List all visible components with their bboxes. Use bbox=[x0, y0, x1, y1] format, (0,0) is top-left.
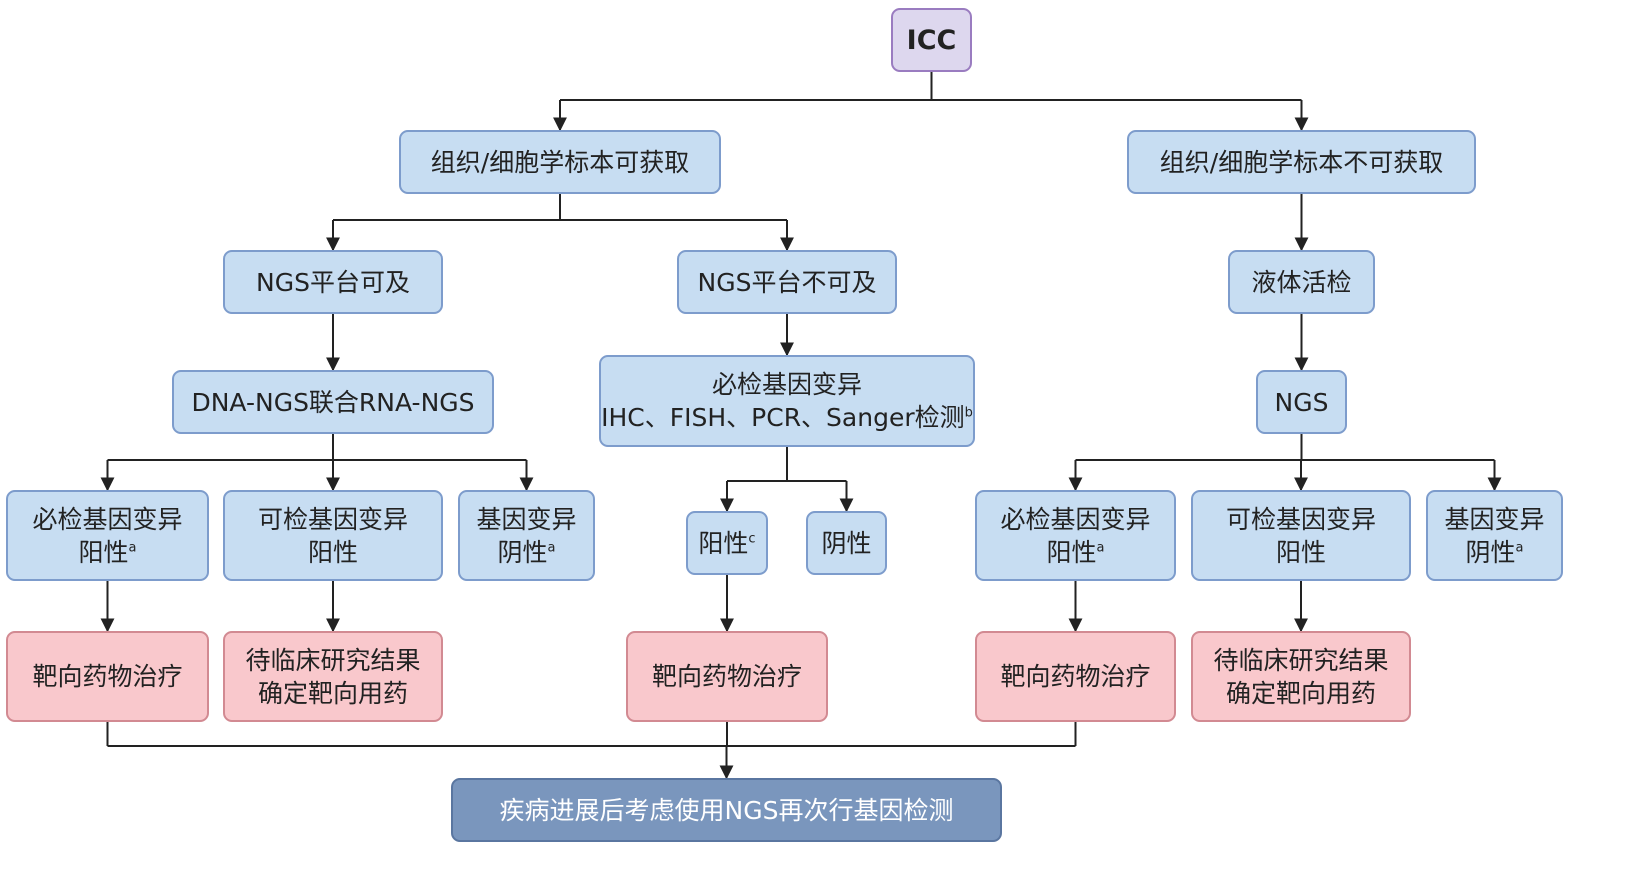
node-label-line: 液体活检 bbox=[1251, 267, 1352, 297]
node-label-line: NGS bbox=[1274, 387, 1329, 417]
node-ngs-inaccessible: NGS平台不可及 bbox=[677, 250, 897, 314]
node-label-line: ICC bbox=[906, 24, 957, 56]
node-right-optional-positive: 可检基因变异阳性 bbox=[1191, 490, 1411, 581]
node-label-line: 阳性c bbox=[698, 528, 756, 558]
node-ngs: NGS bbox=[1256, 370, 1347, 434]
node-left-optional-positive: 可检基因变异阳性 bbox=[223, 490, 443, 581]
node-dna-rna-ngs: DNA-NGS联合RNA-NGS bbox=[172, 370, 494, 434]
node-label-line: 必检基因变异 bbox=[1000, 504, 1151, 534]
footnote-marker: a bbox=[128, 540, 137, 556]
node-label-line: NGS平台不可及 bbox=[697, 267, 877, 297]
node-retest-after-progression: 疾病进展后考虑使用NGS再次行基因检测 bbox=[451, 778, 1002, 842]
node-label-line: DNA-NGS联合RNA-NGS bbox=[191, 387, 475, 417]
node-tissue-unavailable: 组织/细胞学标本不可获取 bbox=[1127, 130, 1476, 194]
node-right-targeted-therapy: 靶向药物治疗 bbox=[975, 631, 1176, 722]
node-label-line: 确定靶向用药 bbox=[257, 678, 408, 708]
node-label-line: 阳性a bbox=[1046, 537, 1105, 567]
node-label-line: 基因变异 bbox=[1444, 504, 1545, 534]
node-label-line: 阴性a bbox=[497, 537, 556, 567]
node-label-line: 可检基因变异 bbox=[1225, 504, 1376, 534]
node-left-pending-clinical: 待临床研究结果确定靶向用药 bbox=[223, 631, 443, 722]
node-label-line: 待临床研究结果 bbox=[1213, 645, 1389, 675]
node-ngs-accessible: NGS平台可及 bbox=[223, 250, 443, 314]
node-liquid-biopsy: 液体活检 bbox=[1228, 250, 1375, 314]
node-mid-negative: 阴性 bbox=[806, 511, 887, 575]
node-label-line: 待临床研究结果 bbox=[245, 645, 421, 675]
node-label-line: 靶向药物治疗 bbox=[1000, 662, 1151, 691]
node-mid-targeted-therapy: 靶向药物治疗 bbox=[626, 631, 828, 722]
footnote-marker: a bbox=[1096, 540, 1105, 556]
node-right-must-positive: 必检基因变异阳性a bbox=[975, 490, 1176, 581]
node-label-line: 阴性a bbox=[1465, 537, 1524, 567]
node-icc: ICC bbox=[891, 8, 972, 72]
node-label-line: 可检基因变异 bbox=[257, 504, 408, 534]
footnote-marker: b bbox=[964, 405, 973, 421]
node-label-line: 阴性 bbox=[821, 528, 872, 558]
node-label-line: 基因变异 bbox=[476, 504, 577, 534]
node-label-line: 必检基因变异 bbox=[32, 504, 183, 534]
node-label-line: IHC、FISH、PCR、Sanger检测b bbox=[601, 403, 973, 432]
node-label-line: 靶向药物治疗 bbox=[32, 662, 183, 691]
node-label-line: 确定靶向用药 bbox=[1225, 678, 1376, 708]
footnote-marker: c bbox=[748, 531, 756, 547]
footnote-marker: a bbox=[1515, 540, 1524, 556]
footnote-marker: a bbox=[547, 540, 556, 556]
node-label-line: 疾病进展后考虑使用NGS再次行基因检测 bbox=[499, 795, 954, 825]
node-left-must-positive: 必检基因变异阳性a bbox=[6, 490, 209, 581]
node-label-line: 必检基因变异 bbox=[711, 370, 862, 399]
node-must-test-alternative: 必检基因变异 IHC、FISH、PCR、Sanger检测b bbox=[599, 355, 975, 447]
node-label-line: 靶向药物治疗 bbox=[651, 662, 802, 691]
node-label-line: 组织/细胞学标本可获取 bbox=[430, 147, 690, 177]
node-label-line: NGS平台可及 bbox=[256, 267, 410, 297]
node-mid-positive: 阳性c bbox=[686, 511, 768, 575]
node-left-targeted-therapy: 靶向药物治疗 bbox=[6, 631, 209, 722]
node-label-line: 阳性 bbox=[1275, 537, 1326, 567]
node-label-line: 阳性a bbox=[78, 537, 137, 567]
node-right-pending-clinical: 待临床研究结果确定靶向用药 bbox=[1191, 631, 1411, 722]
node-label-line: 阳性 bbox=[307, 537, 358, 567]
node-label-line: 组织/细胞学标本不可获取 bbox=[1159, 147, 1444, 177]
node-left-negative: 基因变异阴性a bbox=[458, 490, 595, 581]
node-tissue-available: 组织/细胞学标本可获取 bbox=[399, 130, 721, 194]
node-right-negative: 基因变异阴性a bbox=[1426, 490, 1563, 581]
